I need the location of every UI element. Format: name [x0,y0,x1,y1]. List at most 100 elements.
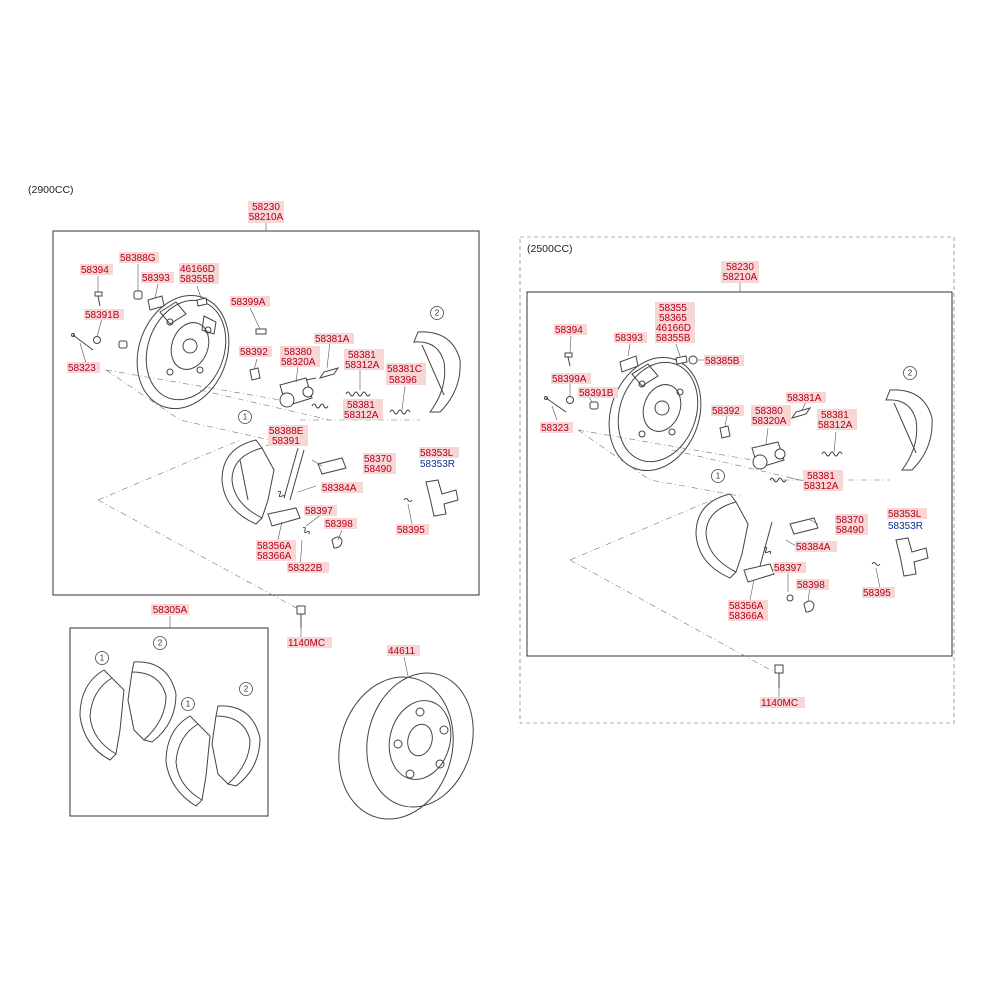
label-58399a: 58399A [231,297,266,308]
label-58381c: 58381C [387,364,422,375]
shoe-kit-part: 58305A [153,605,188,616]
right-bolt-1140mc [774,664,784,688]
r-label-58370: 58370 [836,515,864,526]
label-44611: 44611 [388,646,416,657]
label-58388e: 58388E [269,426,304,437]
r-label-58397: 58397 [774,563,802,574]
r-label-58393: 58393 [615,333,643,344]
label-58381-mid: 58381 [347,400,375,411]
left-callout-1: 1 [243,413,248,422]
r-label-58323: 58323 [541,423,569,434]
caption-2900cc: (2900CC) [28,184,74,196]
label-58370: 58370 [364,454,392,465]
label-58312a-mid: 58312A [344,410,379,421]
left-wheel-cylinder [279,377,317,408]
r-label-58399a: 58399A [552,374,587,385]
right-dashed-frame [519,236,955,724]
label-58398: 58398 [325,519,353,530]
label-1140mc-right: 1140MC [761,698,798,709]
label-58394: 58394 [81,265,109,276]
left-bolt-1140mc [296,605,306,628]
right-backing-plate [608,356,702,472]
label-58322b: 58322B [288,563,323,574]
label-58392: 58392 [240,347,268,358]
label-58397: 58397 [305,506,333,517]
r-label-58381-top: 58381 [821,410,849,421]
left-adjuster-parts [267,447,459,549]
label-58490: 58490 [364,464,392,475]
label-58356a: 58356A [257,541,292,552]
right-wheel-cylinder [751,441,786,470]
r-label-58392: 58392 [712,406,740,417]
right-callout-1: 1 [716,472,721,481]
shoe-kit-frame [69,627,269,817]
label-58395: 58395 [397,525,425,536]
kit-callout-a1: 1 [100,654,105,663]
r-label-58385b: 58385B [705,356,740,367]
right-assembly-frame [526,291,953,657]
label-58353l: 58353L [420,448,454,459]
label-58353r: 58353R [420,459,455,470]
r-label-58366a: 58366A [729,611,764,622]
right-small-hardware [544,352,731,439]
label-58384a: 58384A [322,483,357,494]
label-58323: 58323 [68,363,96,374]
r-label-58353r: 58353R [888,521,923,532]
label-58366a: 58366A [257,551,292,562]
r-label-58381-mid: 58381 [807,471,835,482]
right-part-labels: 58355 58365 46166D 58355B 58394 58393 58… [540,302,927,709]
r-label-58380: 58380 [755,406,783,417]
brake-drum [338,672,474,820]
left-shoe-2 [413,331,461,413]
r-label-58312a-mid: 58312A [804,481,839,492]
r-label-58381a: 58381A [787,393,822,404]
r-label-58355b: 58355B [656,333,691,344]
caption-2500cc: (2500CC) [527,243,573,255]
r-label-58355: 58355 [659,303,687,314]
r-label-46166d: 46166D [656,323,691,334]
r-label-58384a: 58384A [796,542,831,553]
left-assembly-part-2: 58210A [249,212,284,223]
r-label-58312a-top: 58312A [818,420,853,431]
r-label-58398: 58398 [797,580,825,591]
label-1140mc-left: 1140MC [288,638,325,649]
r-label-58395: 58395 [863,588,891,599]
label-58312a-top: 58312A [345,360,380,371]
label-58320a: 58320A [281,357,316,368]
right-springs [769,407,843,483]
r-label-58356a: 58356A [729,601,764,612]
left-callout-2: 2 [435,309,440,318]
left-part-labels: 58394 58388G 58393 46166D 58355B 58399A … [67,252,459,649]
r-label-58320a: 58320A [752,416,787,427]
label-58355b: 58355B [180,274,215,285]
r-label-58365: 58365 [659,313,687,324]
left-assembly-part-1: 58230 [252,202,280,213]
left-backing-plate [136,294,230,410]
left-shoe-1 [221,439,275,525]
label-58393: 58393 [142,273,170,284]
label-58396: 58396 [389,375,417,386]
shoe-kit-shoes [79,661,261,807]
label-58388g: 58388G [120,253,156,264]
label-46166d: 46166D [180,264,215,275]
label-58381-top: 58381 [348,350,376,361]
r-label-58394: 58394 [555,325,583,336]
right-assembly-part-2: 58210A [723,272,758,283]
r-label-58391b: 58391B [579,388,614,399]
label-58391b: 58391B [85,310,120,321]
left-springs [311,367,411,415]
kit-callout-b1: 1 [186,700,191,709]
right-callout-2: 2 [908,369,913,378]
right-shoe-1 [695,493,749,579]
label-58381a: 58381A [315,334,350,345]
right-adjuster-parts [743,517,929,613]
right-shoe-2 [885,389,933,471]
kit-callout-a2: 2 [158,639,163,648]
right-assembly-part-1: 58230 [726,262,754,273]
label-58380: 58380 [284,347,312,358]
left-small-hardware [71,290,267,381]
label-58391: 58391 [272,436,300,447]
r-label-58490: 58490 [836,525,864,536]
r-label-58353l: 58353L [888,509,922,520]
